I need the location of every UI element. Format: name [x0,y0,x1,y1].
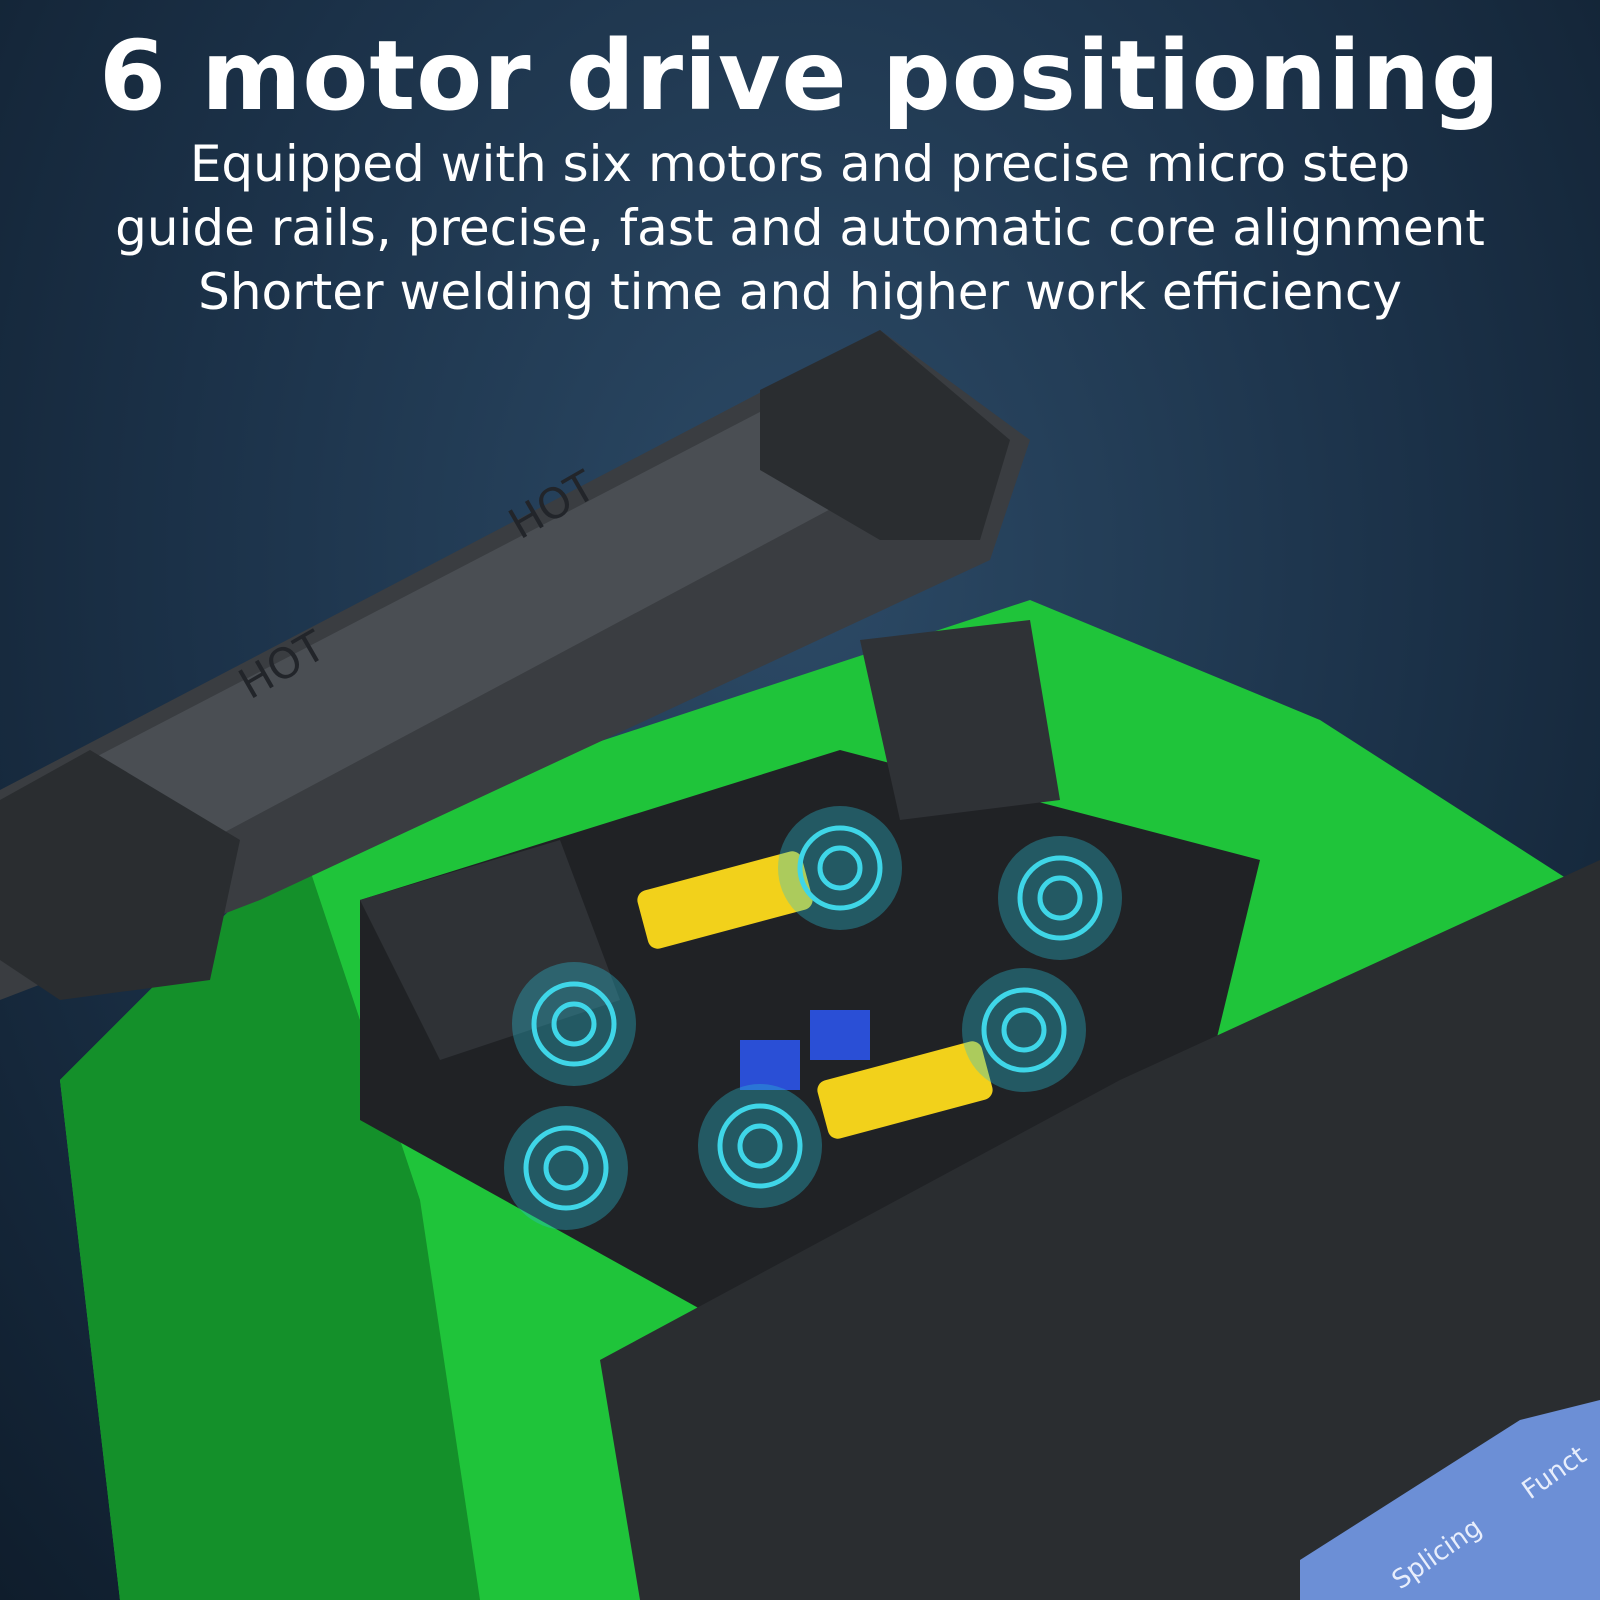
description-line-3: Shorter welding time and higher work eff… [198,263,1402,321]
motor-indicator-2 [998,836,1122,960]
lid-cap-left [0,750,240,1000]
motor-indicator-5 [698,1084,822,1208]
headline: 6 motor drive positioning [99,20,1501,132]
v-groove-right [810,1010,870,1060]
motor-indicator-4 [512,962,636,1086]
description: Equipped with six motors and precise mic… [0,132,1600,324]
front-shell [600,860,1600,1600]
motor-indicator-1 [778,806,902,930]
clamp-right [860,620,1060,820]
motor-indicator-3 [962,968,1086,1092]
description-line-2: guide rails, precise, fast and automatic… [115,199,1485,257]
heater-lid-top [90,360,960,840]
body-shadow [60,840,480,1600]
electrode-plate-bottom [817,1041,993,1139]
motor-indicator-6 [504,1106,628,1230]
screen-area [1300,1400,1600,1600]
clamp-left [360,840,620,1060]
electrode-plate-top [637,851,813,949]
lid-cap-right [760,330,1010,540]
description-line-1: Equipped with six motors and precise mic… [189,135,1411,193]
v-groove-left [740,1040,800,1090]
